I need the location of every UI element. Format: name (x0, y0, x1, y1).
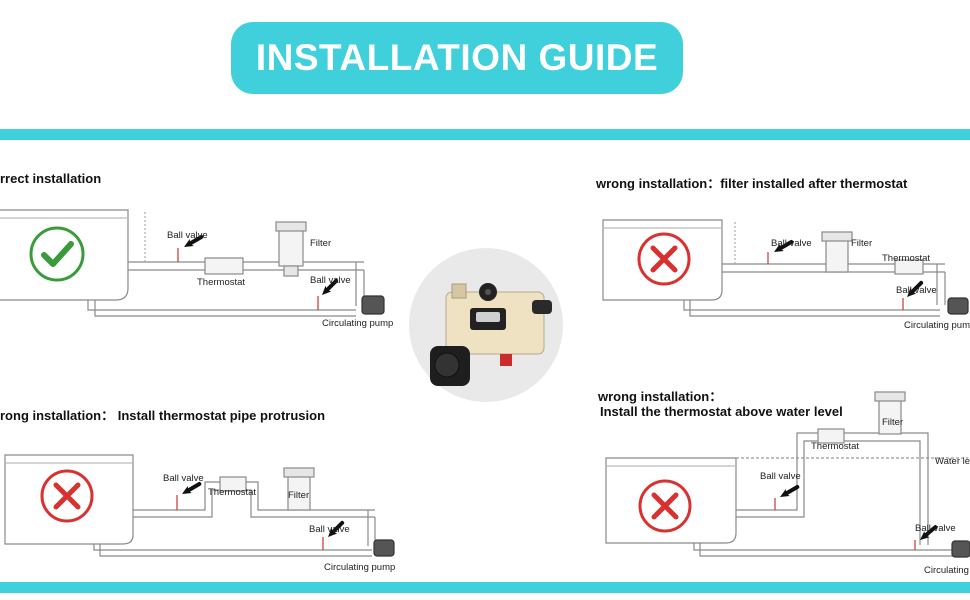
page-title: INSTALLATION GUIDE (255, 37, 659, 78)
caption-correct: rrect installation (0, 171, 102, 186)
label-filter: Filter (288, 490, 310, 501)
label-thermostat: Thermostat (208, 487, 257, 498)
label-ball-valve-2: Ball valve (309, 524, 350, 535)
label-ball-valve-1: Ball valve (771, 238, 812, 249)
diagram-wrong-filter-after (602, 219, 969, 317)
label-filter: Filter (310, 238, 332, 249)
diagram-correct (0, 209, 385, 317)
label-pump: Circulating pump (904, 320, 970, 331)
caption-wrong-filter-after: wrong installation：filter installed afte… (596, 176, 908, 191)
caption-wrong-above-level-2: Install the thermostat above water level (600, 404, 843, 419)
label-filter: Filter (882, 417, 904, 428)
pool-heater-icon (409, 248, 563, 402)
label-thermostat: Thermostat (882, 253, 931, 264)
label-thermostat: Thermostat (811, 441, 860, 452)
bottom-divider (0, 582, 970, 593)
caption-wrong-protrusion: rong installation： Install thermostat pi… (0, 408, 326, 423)
label-ball-valve-1: Ball valve (167, 230, 208, 241)
label-filter: Filter (851, 238, 873, 249)
caption-wrong-above-level-1: wrong installation： (598, 389, 723, 404)
label-ball-valve-2: Ball valve (310, 275, 351, 286)
check-icon (29, 226, 85, 282)
label-ball-valve-2: Ball valve (896, 285, 937, 296)
cross-icon (40, 469, 94, 523)
cross-icon (637, 232, 691, 286)
label-ball-valve-1: Ball valve (760, 471, 801, 482)
label-pump: Circulating pump (322, 318, 394, 329)
label-thermostat: Thermostat (197, 277, 246, 288)
cross-icon (638, 479, 692, 533)
top-divider (0, 129, 970, 140)
title-banner: INSTALLATION GUIDE (231, 22, 683, 94)
label-water-level: Water lev (935, 456, 970, 467)
label-ball-valve-2: Ball valve (915, 523, 956, 534)
arrow-icon (776, 481, 802, 503)
label-ball-valve-1: Ball valve (163, 473, 204, 484)
diagram-wrong-above-level (605, 391, 970, 558)
label-pump: Circulating pump (924, 565, 970, 576)
label-pump: Circulating pump (324, 562, 396, 573)
